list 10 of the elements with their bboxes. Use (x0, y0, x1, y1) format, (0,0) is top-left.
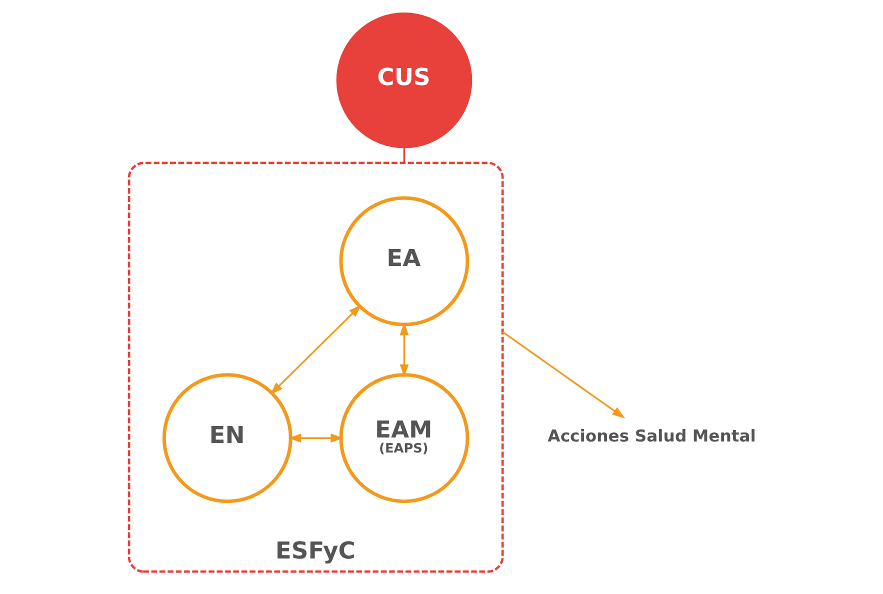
node-circle: EN (162, 373, 292, 504)
node-circle: EAM (EAPS) (338, 373, 469, 504)
arrow (399, 322, 408, 378)
arrow (270, 304, 362, 395)
arrow (288, 434, 344, 443)
connector (402, 148, 405, 163)
node-circle: CUS (336, 12, 472, 148)
node-text: Acciones Salud Mental (547, 426, 756, 446)
arrow (502, 331, 625, 418)
node-circle: EA (338, 196, 469, 326)
